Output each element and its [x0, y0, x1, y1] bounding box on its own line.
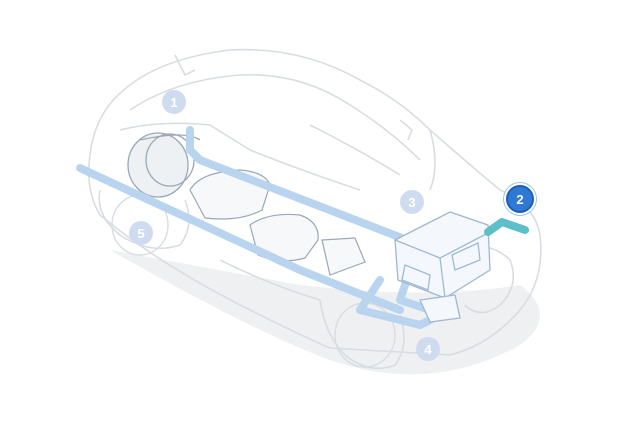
marker-1[interactable]: 1 [162, 90, 186, 114]
car-body-outline [87, 48, 542, 370]
marker-4-label: 4 [424, 341, 432, 357]
marker-3[interactable]: 3 [400, 190, 424, 214]
air-intake-pipe-highlight [484, 218, 529, 236]
marker-5[interactable]: 5 [129, 221, 153, 245]
marker-2-label: 2 [516, 191, 524, 207]
marker-5-label: 5 [137, 225, 145, 241]
fuel-cell-stack [394, 211, 491, 323]
marker-4[interactable]: 4 [416, 337, 440, 361]
underfloor-components [189, 169, 366, 276]
marker-3-label: 3 [408, 194, 416, 210]
marker-2[interactable]: 2 [506, 185, 534, 213]
marker-1-label: 1 [170, 94, 178, 110]
hydrogen-tanks [127, 132, 201, 198]
